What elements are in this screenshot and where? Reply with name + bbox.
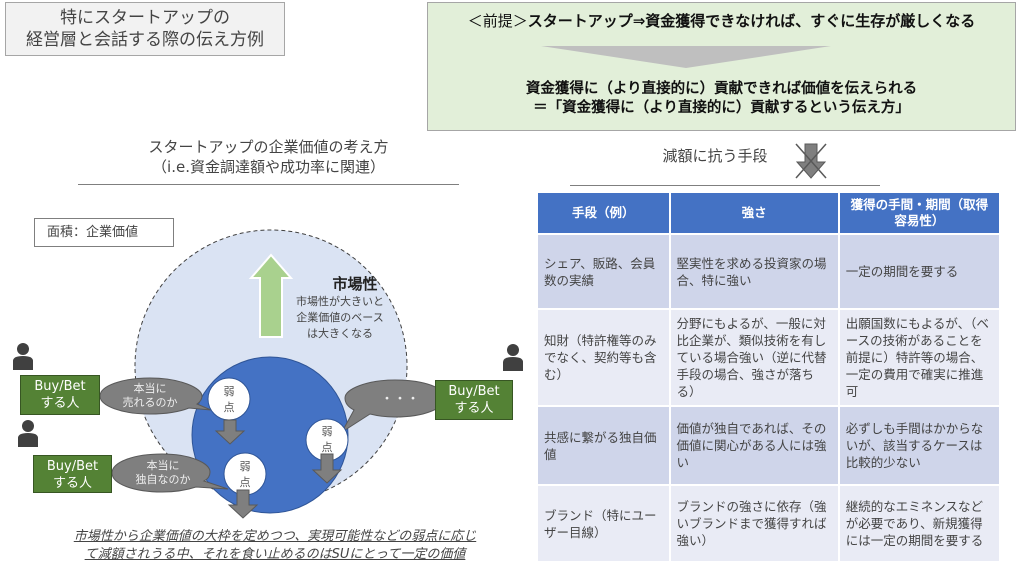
table-row: ブランド（特にユーザー目線）ブランドの強さに依存（強いブランドまで獲得すれば強い… xyxy=(536,484,1002,563)
right-heading: 減額に抗う手段 xyxy=(662,147,768,165)
weak-point-label: 弱点 xyxy=(321,425,333,454)
slide-title: 特にスタートアップの 経営層と会話する際の伝え方例 xyxy=(5,2,285,56)
weak-point-label: 弱点 xyxy=(239,460,251,489)
market-label: 市場性 市場性が大きいと 企業価値のベース は大きくなる xyxy=(296,275,384,340)
down-triangle-icon xyxy=(541,46,831,68)
table-row: 共感に繋がる独自価値価値が独自であれば、その価値に関心がある人には強い必ずしも手… xyxy=(536,405,1002,486)
buyer-question: 本当に独自なのか xyxy=(135,459,191,486)
weak-point-label: 弱点 xyxy=(223,385,235,414)
left-heading: スタートアップの企業価値の考え方 （i.e.資金調達額や成功率に関連） xyxy=(148,138,389,176)
weak-point-2 xyxy=(223,452,267,519)
speech-bubble xyxy=(111,453,229,493)
column-header: 獲得の手間・期間（取得容易性） xyxy=(837,191,1002,235)
enterprise-value-diagram xyxy=(13,229,446,519)
person-icon xyxy=(503,344,523,371)
weak-point-3 xyxy=(305,418,349,484)
column-header: 手段（例） xyxy=(536,191,671,235)
premise-conclusion: 資金獲得に（より直接的に）貢献できれば価値を伝えられる ＝「資金獲得に（より直接… xyxy=(525,81,918,116)
buyer-question: 本当に売れるのか xyxy=(122,382,178,409)
premise-statement: スタートアップ⇒資金獲得できなければ、すぐに生存が厳しくなる xyxy=(527,12,976,30)
table-row: シェア、販路、会員数の実績堅実性を求める投資家の場合、特に強い一定の期間を要する xyxy=(536,233,1002,310)
diagram-caption: 市場性から企業価値の大枠を定めつつ、実現可能性などの弱点に応じ て減額されうる中… xyxy=(73,529,477,562)
person-icon xyxy=(13,343,33,370)
countermeasure-table: 手段（例） 強さ 獲得の手間・期間（取得容易性） シェア、販路、会員数の実績堅実… xyxy=(536,191,1002,563)
divider xyxy=(78,184,459,185)
table-header-row: 手段（例） 強さ 獲得の手間・期間（取得容易性） xyxy=(536,191,1002,235)
column-header: 強さ xyxy=(668,191,840,235)
buyer-question: ・・・ xyxy=(380,392,420,407)
up-arrow-icon xyxy=(248,253,294,338)
table-row: 知財（特許権等のみでなく、契約等も含む）分野にもよるが、一般に対比企業が、類似技… xyxy=(536,308,1002,407)
speech-bubble xyxy=(99,377,212,415)
premise-prefix: ＜前提＞ xyxy=(467,12,528,30)
crossed-arrow-icon xyxy=(795,143,827,179)
premise-box: ＜前提＞スタートアップ⇒資金獲得できなければ、すぐに生存が厳しくなる 資金獲得に… xyxy=(427,2,1016,131)
area-legend: 面積：企業価値 xyxy=(34,218,174,247)
person-icon xyxy=(18,420,38,447)
weak-point-1 xyxy=(207,377,251,445)
divider xyxy=(570,185,880,186)
